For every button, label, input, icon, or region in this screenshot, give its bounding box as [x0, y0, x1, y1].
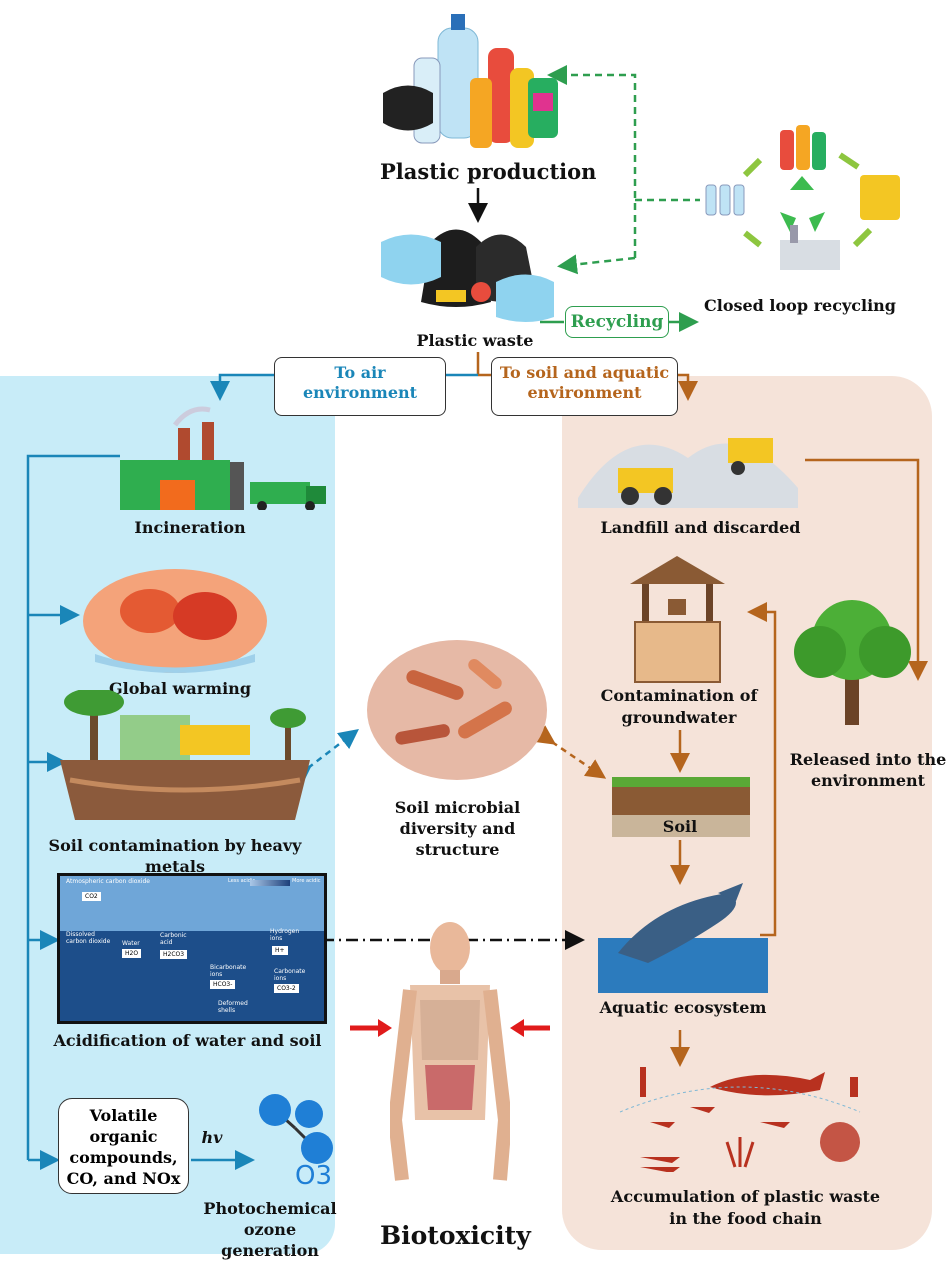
acid-carbonate-label: Carbonate ions [274, 968, 306, 982]
ozone-molecule-illustration [259, 1094, 333, 1164]
plastic-production-label: Plastic production [380, 159, 597, 184]
recycle-to-waste-arrow [557, 254, 636, 275]
groundwater-label: Contamination of groundwater [600, 686, 758, 727]
acidification-panel: Atmospheric carbon dioxide CO2 Dissolved… [57, 873, 327, 1024]
ozone-generation-label: Photochemical ozone generation [203, 1199, 337, 1260]
aquatic-ecosystem-label: Aquatic ecosystem [599, 998, 767, 1017]
acid-hplus-label: H+ [272, 946, 288, 955]
acid-h2o-label: H2O [122, 949, 142, 958]
plastic-bottles-illustration [383, 14, 558, 148]
global-warming-map-illustration [83, 569, 267, 673]
voc-box: Volatile organic compounds, CO, and NOx [58, 1098, 189, 1194]
whale-illustration [598, 883, 768, 993]
acid-co3-label: CO3-2 [274, 984, 299, 993]
acidity-scale-bar [250, 880, 290, 886]
landfill-label: Landfill and discarded [600, 518, 801, 537]
acidification-label: Acidification of water and soil [53, 1031, 322, 1050]
tree-illustration [794, 600, 911, 725]
soil-contamination-label: Soil contamination by heavy metals [48, 836, 302, 876]
soil-layer-illustration [612, 777, 750, 837]
ozone-formula: O3 [295, 1161, 333, 1191]
acid-h2co3-label: H2CO3 [160, 950, 188, 959]
landfill-illustration [578, 438, 798, 508]
food-chain-label: Accumulation of plastic waste in the foo… [610, 1187, 881, 1228]
acid-bicarbonate-label: Bicarbonate ions [210, 964, 247, 978]
acid-water-label: Water [122, 940, 140, 947]
incineration-label: Incineration [134, 518, 246, 537]
acid-hco3-label: HCO3- [210, 980, 236, 989]
acid-step1-label: Atmospheric carbon dioxide [66, 878, 150, 885]
acid-more-label: More acidic [292, 878, 321, 884]
acid-co2-label: CO2 [82, 892, 101, 901]
recycling-box: Recycling [565, 306, 669, 338]
plastic-waste-label: Plastic waste [416, 331, 534, 350]
released-label: Released into the environment [789, 750, 947, 790]
plastic-waste-illustration [381, 229, 554, 322]
soil-microbe-illustration [367, 640, 547, 780]
acid-carbonic-label: Carbonic acid [160, 932, 187, 946]
biotoxicity-label: Biotoxicity [380, 1221, 531, 1250]
closed-loop-label: Closed loop recycling [704, 296, 896, 315]
to-air-box: To air environment [274, 357, 446, 416]
acid-shells-label: Deformed shells [218, 1000, 248, 1014]
soil-contamination-illustration [60, 690, 310, 820]
global-warming-label: Global warming [108, 679, 251, 698]
soil-microbial-label: Soil microbial diversity and structure [394, 798, 521, 859]
human-body-illustration [390, 922, 510, 1181]
soil-label: Soil [662, 817, 698, 836]
hv-label: hv [201, 1128, 223, 1147]
recycle-to-production-arrow [547, 65, 637, 258]
incinerator-illustration [120, 406, 326, 510]
closed-loop-recycling-illustration [705, 125, 900, 270]
well-illustration [630, 556, 725, 683]
acid-less-label: Less acidic [228, 878, 256, 884]
acid-hydrogen-label: Hydrogen ions [270, 928, 300, 942]
acid-dissolved-label: Dissolved carbon dioxide [66, 931, 111, 945]
food-chain-illustration [619, 1067, 861, 1172]
to-soil-box: To soil and aquatic environment [491, 357, 678, 416]
